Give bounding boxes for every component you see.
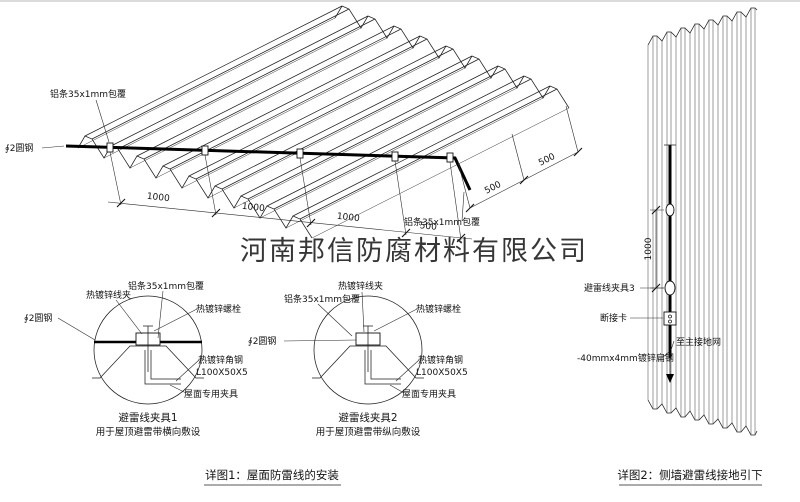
leader-line [57,317,96,341]
wire-clamp-mark [296,148,304,159]
leader-line [670,340,675,351]
detail-circle [313,295,423,405]
wall-corrugation-lines [647,8,756,435]
leader-line [41,145,65,149]
label-bolt: 热镀锌螺栓 [196,303,241,315]
leader-line [389,384,405,394]
leader-line [115,299,143,335]
wall-bottom-edge [647,399,758,436]
dim-line [107,201,473,240]
leader-line [461,191,465,222]
label-bolt: 热镀锌螺栓 [416,303,461,315]
roof-dimensions: 1000 1000 1000 500 500 500 [107,105,583,243]
top-border [0,0,800,2]
leader-line [373,308,418,332]
detail2-subtitle: 用于屋顶避雷带纵向敷设 [316,426,421,438]
label-disconnect-card: 断接卡 [600,312,627,324]
dim-500: 500 [483,180,503,197]
wall-dim-1000: 1000 [644,237,654,260]
wire-clamp-mark [446,152,454,163]
label-round-steel-red: ∮2圆钢 [248,335,276,347]
leader-line [153,308,198,332]
detail-1: 热镀锌线夹 铝条35x1mm包覆 热镀锌螺栓 ∮2圆钢 热镀锌角钢 L100X5… [24,280,248,438]
dim-1000: 1000 [241,202,265,214]
label-angle-spec: L100X50X5 [196,368,248,378]
label-to-ground-grid: 至主接地网 [676,336,721,348]
leader-line [361,291,365,333]
leader-line [283,339,357,342]
label-alu-strip: 铝条35x1mm包覆 [284,293,360,305]
label-clamp: 热镀锌线夹 [86,289,131,301]
label-round-steel: ∮2圆钢 [24,312,52,324]
label-alu-strip: 铝条35x1mm包覆 [128,280,204,292]
label-alu-strip: 铝条35x1mm包覆 [404,216,480,228]
leader-line [175,359,200,382]
disconnect-bolt [668,319,672,324]
caption-detail1: 详图1：屋面防雷线的安装 [205,468,339,482]
disconnect-bolt [668,314,672,319]
leader-line [95,99,110,143]
ground-arrow [666,374,674,383]
detail1-subtitle: 用于屋顶避雷带横向敷设 [96,426,201,438]
dim-500: 500 [537,152,557,169]
detail1-title: 避雷线夹具1 [118,411,177,424]
roof-isometric-view [65,5,570,239]
dim-1000: 1000 [336,212,360,224]
roof-labels: 铝条35x1mm包覆 ∮2圆钢 铝条35x1mm包覆 [5,88,480,228]
leader-line [169,384,187,394]
detail2-title: 避雷线夹具2 [338,411,397,424]
label-round-steel: ∮2圆钢 [5,142,33,154]
lightning-wire [65,144,472,191]
wall-clamp-symbol [665,203,675,217]
watermark-text: 河南邦信防腐材料有限公司 [240,236,588,267]
label-flat-steel: -40mmx4mm镀锌扁钢 [577,352,674,364]
wall-clamp-symbol [664,280,676,296]
detail-2: 铝条35x1mm包覆 热镀锌线夹 热镀锌螺栓 ∮2圆钢 热镀锌角钢 L100X5… [248,280,468,438]
detail-circle [93,295,203,405]
label-wall-clamp3: 避雷线夹具3 [584,282,635,294]
wall-view: 1000 避雷线夹具3 断接卡 至主接地网 -40mmx4mm镀锌扁钢 [577,7,758,436]
disconnect-card-symbol [663,311,677,326]
dim-ticks [116,198,466,243]
roof-back-edge [334,5,570,109]
label-clamp: 热镀锌线夹 [338,280,383,292]
leader-line [157,290,164,339]
dim-extension-lines [109,151,462,241]
wire-clamp-mark [201,145,209,156]
angle-steel-symbol [144,350,181,385]
dim-500: 500 [419,221,437,233]
dim-ticks-right [465,147,583,213]
label-angle-steel: 热镀锌角钢 [198,354,243,366]
wire-clamp-mark [106,142,114,153]
wire-clamp-mark [391,151,399,162]
label-fixture: 屋面专用夹具 [184,388,238,400]
label-fixture: 屋面专用夹具 [402,388,456,400]
wall-top-edge [647,7,758,46]
roof-valley-lines [77,17,570,239]
angle-steel-symbol [364,350,401,385]
leader-line [317,303,353,337]
label-alu-strip: 铝条35x1mm包覆 [50,88,126,100]
captions: 详图1：屋面防雷线的安装 详图2：侧墙避雷线接地引下 [204,468,763,486]
leader-line [662,351,670,358]
bolt-symbol [143,325,153,372]
dim-1000: 1000 [146,192,170,204]
label-angle-spec: L100X50X5 [416,368,468,378]
bolt-symbol [363,325,373,372]
roof-rib-lines [84,5,558,220]
leader-line [395,359,420,382]
caption-detail2: 详图2：侧墙避雷线接地引下 [617,468,762,482]
label-angle-steel: 热镀锌角钢 [418,354,463,366]
dim-extension-lines-right [457,105,579,209]
